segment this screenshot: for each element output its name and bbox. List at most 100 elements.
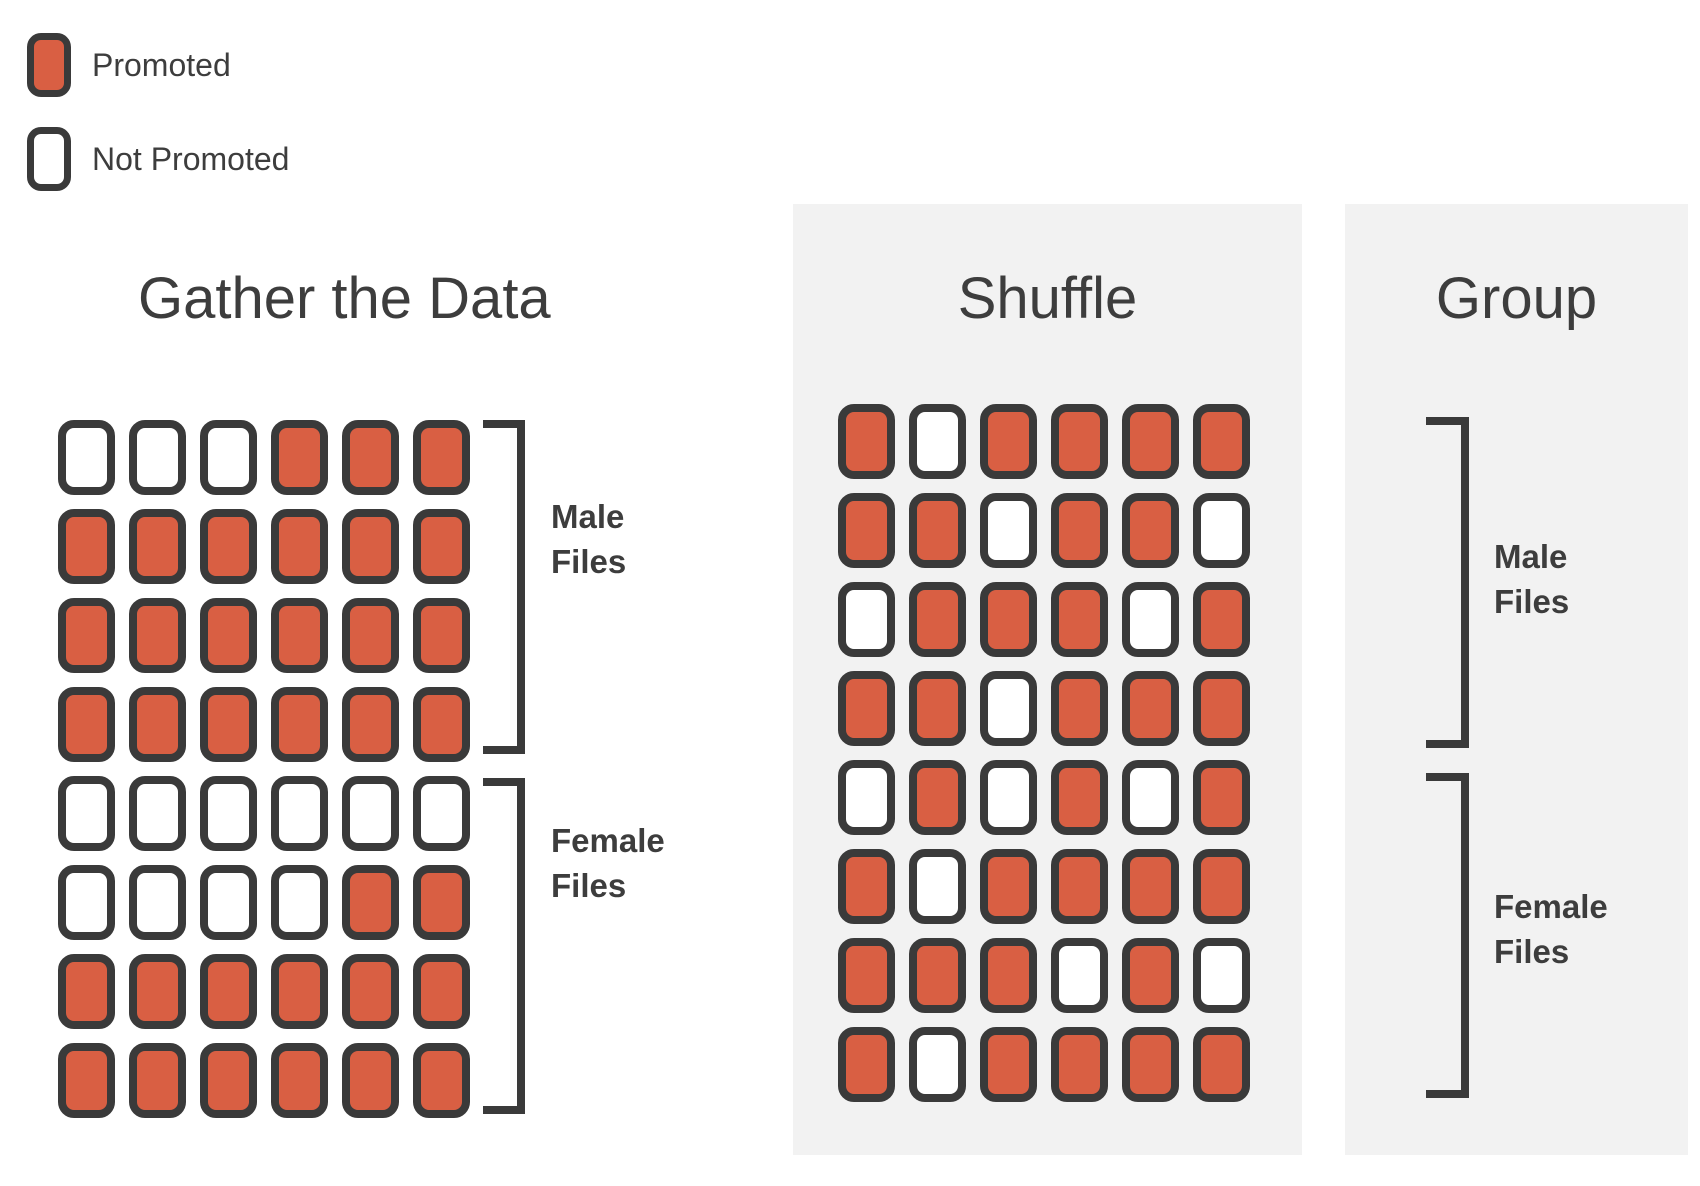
promoted-file-cell [1193, 760, 1250, 835]
promoted-file-cell [271, 420, 328, 495]
promoted-file-cell [909, 760, 966, 835]
promoted-file-cell [1122, 849, 1179, 924]
promoted-file-cell [909, 671, 966, 746]
promoted-file-cell [342, 598, 399, 673]
promoted-file-cell [1051, 849, 1108, 924]
promoted-file-cell [1193, 404, 1250, 479]
promoted-file-cell [200, 954, 257, 1029]
not-promoted-file-cell [980, 760, 1037, 835]
not-promoted-file-cell [909, 1027, 966, 1102]
promoted-file-cell [1122, 1027, 1179, 1102]
not-promoted-file-cell [271, 776, 328, 851]
promoted-file-cell [909, 582, 966, 657]
promoted-file-cell [838, 671, 895, 746]
male-files-label-group: Male Files [1494, 538, 1570, 620]
male-files-label-gather: Male Files [551, 498, 627, 580]
promoted-file-cell [342, 420, 399, 495]
female-files-label-gather: Female Files [551, 822, 665, 904]
not-promoted-file-cell [980, 493, 1037, 568]
promoted-file-cell [980, 938, 1037, 1013]
promoted-file-cell [200, 1043, 257, 1118]
promoted-file-cell [1051, 1027, 1108, 1102]
not-promoted-file-cell [1193, 938, 1250, 1013]
not-promoted-swatch-icon [27, 127, 71, 191]
promoted-file-cell [342, 1043, 399, 1118]
promoted-file-cell [129, 509, 186, 584]
not-promoted-file-cell [200, 865, 257, 940]
gather-step-title: Gather the Data [138, 266, 551, 331]
not-promoted-file-cell [200, 420, 257, 495]
not-promoted-file-cell [342, 776, 399, 851]
not-promoted-file-cell [58, 776, 115, 851]
not-promoted-file-cell [58, 865, 115, 940]
promoted-file-cell [200, 687, 257, 762]
promoted-file-cell [58, 687, 115, 762]
promoted-file-cell [1051, 671, 1108, 746]
promoted-file-cell [838, 404, 895, 479]
legend-label-promoted: Promoted [92, 46, 231, 83]
promoted-file-cell [980, 582, 1037, 657]
promoted-file-cell [1193, 582, 1250, 657]
promoted-file-cell [413, 954, 470, 1029]
male-files-bracket-group [1426, 417, 1469, 748]
legend-item-promoted: Promoted [27, 33, 231, 97]
promoted-file-cell [129, 598, 186, 673]
promoted-file-cell [1122, 938, 1179, 1013]
promoted-file-cell [413, 420, 470, 495]
promoted-file-cell [58, 954, 115, 1029]
promoted-file-cell [1193, 1027, 1250, 1102]
promoted-file-cell [342, 509, 399, 584]
group-step-title: Group [1435, 266, 1598, 331]
not-promoted-file-cell [980, 671, 1037, 746]
promoted-file-cell [271, 954, 328, 1029]
promoted-file-cell [838, 849, 895, 924]
promoted-file-cell [271, 687, 328, 762]
promoted-file-cell [58, 1043, 115, 1118]
promoted-file-cell [413, 598, 470, 673]
female-files-bracket-group [1426, 773, 1469, 1098]
not-promoted-file-cell [129, 420, 186, 495]
promoted-file-cell [1193, 671, 1250, 746]
promoted-swatch-icon [27, 33, 71, 97]
promoted-file-cell [838, 493, 895, 568]
promoted-file-cell [200, 509, 257, 584]
promoted-file-cell [271, 509, 328, 584]
promoted-file-cell [1193, 849, 1250, 924]
promoted-file-cell [271, 598, 328, 673]
promoted-file-cell [980, 404, 1037, 479]
promoted-file-cell [271, 1043, 328, 1118]
female-files-label-group: Female Files [1494, 888, 1608, 970]
group-panel [1345, 204, 1688, 1155]
promoted-file-cell [413, 865, 470, 940]
promoted-file-cell [1051, 760, 1108, 835]
not-promoted-file-cell [1193, 493, 1250, 568]
promoted-file-cell [980, 1027, 1037, 1102]
promoted-file-cell [413, 1043, 470, 1118]
not-promoted-file-cell [1122, 760, 1179, 835]
promoted-file-cell [1051, 404, 1108, 479]
promoted-file-cell [129, 687, 186, 762]
promoted-file-cell [838, 938, 895, 1013]
promoted-file-cell [413, 509, 470, 584]
male-files-bracket-gather [483, 420, 525, 754]
promoted-file-cell [413, 687, 470, 762]
not-promoted-file-cell [58, 420, 115, 495]
not-promoted-file-cell [271, 865, 328, 940]
female-files-bracket-gather [483, 778, 525, 1114]
promoted-file-cell [342, 954, 399, 1029]
promoted-file-cell [1122, 493, 1179, 568]
not-promoted-file-cell [909, 849, 966, 924]
promoted-file-cell [1122, 404, 1179, 479]
not-promoted-file-cell [413, 776, 470, 851]
promoted-file-cell [129, 1043, 186, 1118]
not-promoted-file-cell [129, 865, 186, 940]
promoted-file-cell [1051, 582, 1108, 657]
promoted-file-cell [200, 598, 257, 673]
not-promoted-file-cell [838, 760, 895, 835]
not-promoted-file-cell [838, 582, 895, 657]
promoted-file-cell [1122, 671, 1179, 746]
promoted-file-cell [129, 954, 186, 1029]
shuffle-file-grid [838, 404, 1250, 1102]
not-promoted-file-cell [129, 776, 186, 851]
